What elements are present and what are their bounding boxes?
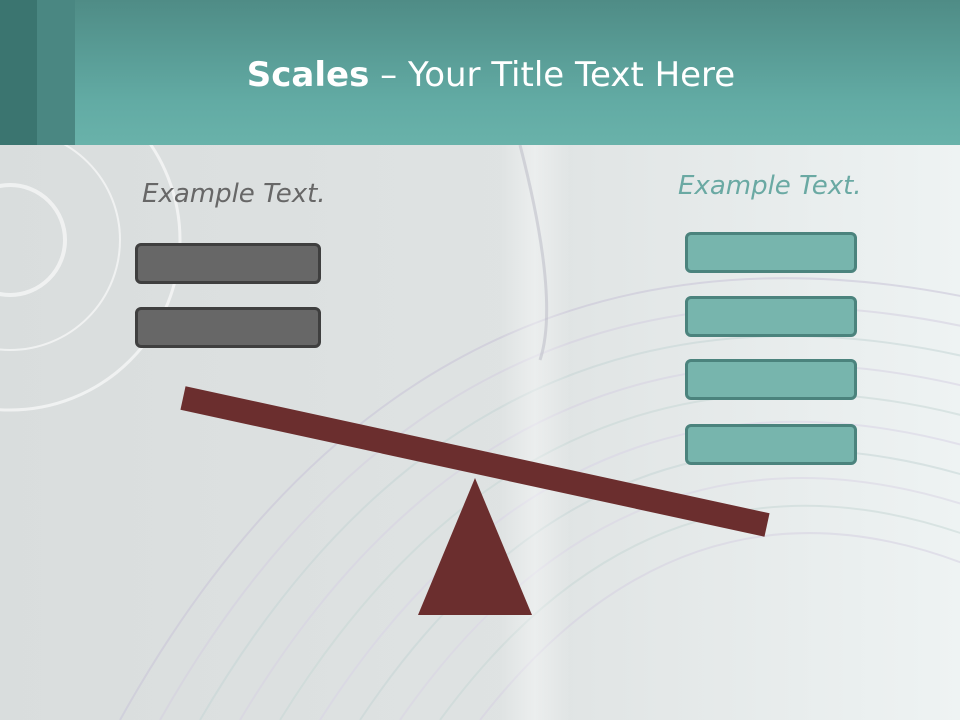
right-box-2 (685, 296, 857, 337)
slide-title-rest: – Your Title Text Here (369, 55, 736, 95)
balance-beam (180, 386, 770, 537)
right-box-3 (685, 359, 857, 400)
title-bar: Scales – Your Title Text Here (0, 0, 960, 145)
header-accent-strip (37, 0, 75, 145)
left-box-1 (135, 243, 321, 284)
right-label: Example Text. (678, 171, 862, 201)
slide-title-bold: Scales (246, 55, 370, 95)
fulcrum-triangle (418, 478, 532, 615)
left-label: Example Text. (142, 179, 326, 209)
right-box-1 (685, 232, 857, 273)
right-box-4 (685, 424, 857, 465)
header-accent-strip (0, 0, 37, 145)
left-box-2 (135, 307, 321, 348)
slide-title: Scales – Your Title Text Here (0, 52, 960, 98)
